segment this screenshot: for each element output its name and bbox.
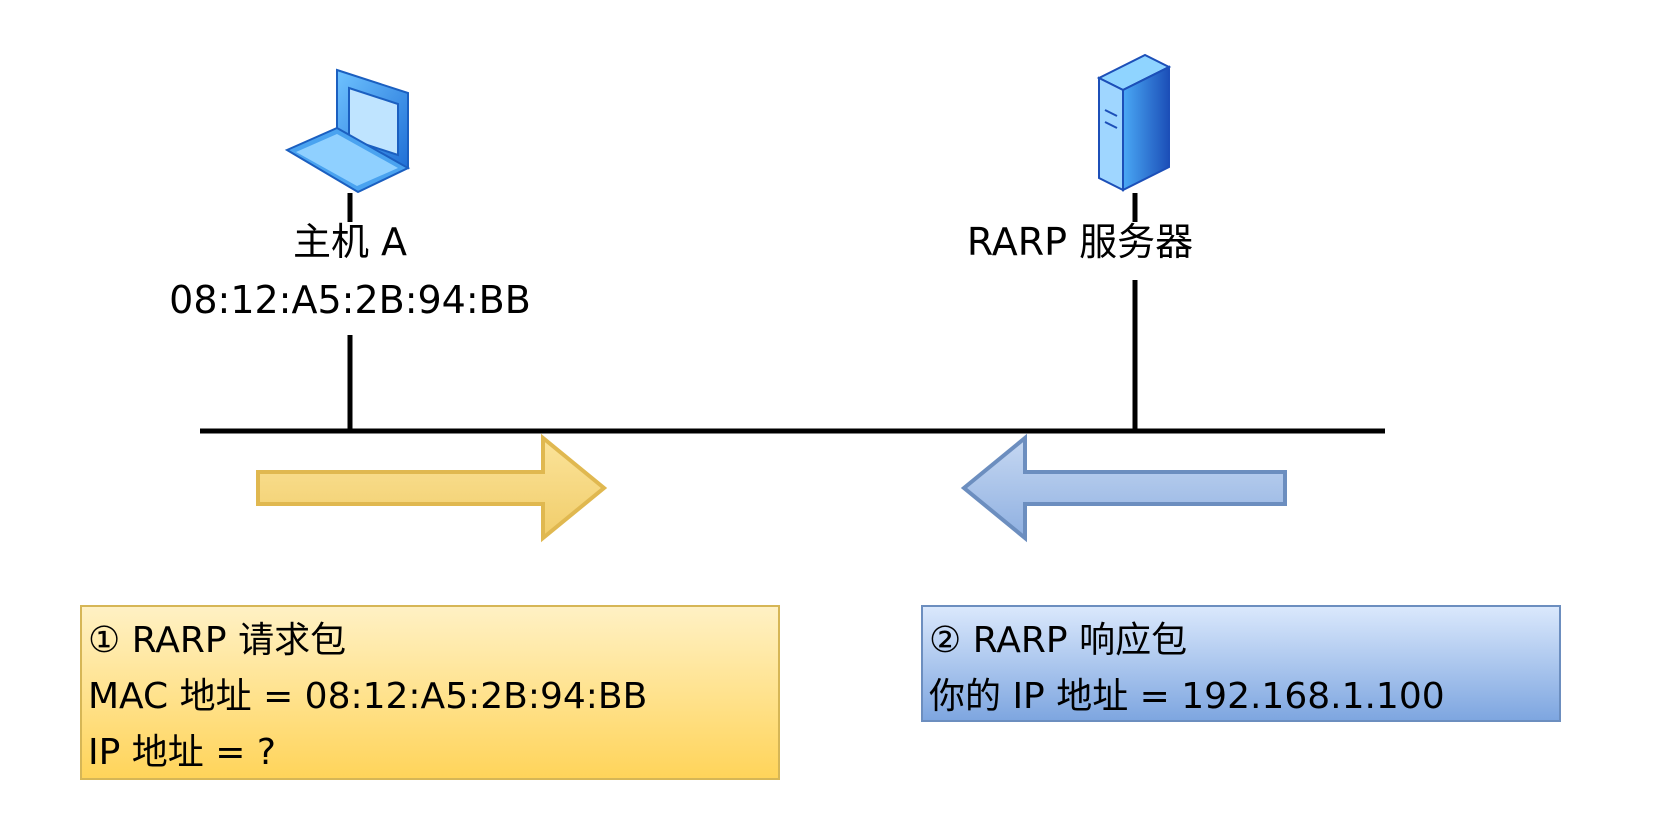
request-arrow (256, 433, 608, 543)
laptop-icon (284, 68, 411, 194)
server-icon (1096, 53, 1172, 192)
request-title: ① RARP 请求包 (88, 620, 347, 661)
response-ip-line: 你的 IP 地址 = 192.168.1.100 (929, 676, 1445, 717)
request-mac-line: MAC 地址 = 08:12:A5:2B:94:BB (88, 676, 648, 717)
request-ip-line: IP 地址 = ? (88, 732, 276, 773)
host-mac: 08:12:A5:2B:94:BB (169, 278, 531, 322)
server-label: RARP 服务器 (920, 218, 1240, 266)
response-arrow (960, 433, 1287, 543)
response-title: ② RARP 响应包 (929, 620, 1188, 661)
host-label: 主机 A 08:12:A5:2B:94:BB (130, 218, 570, 324)
server-name: RARP 服务器 (966, 220, 1194, 264)
request-packet-note: ① RARP 请求包 MAC 地址 = 08:12:A5:2B:94:BB IP… (80, 605, 780, 780)
host-name: 主机 A (292, 220, 408, 264)
response-packet-note: ② RARP 响应包 你的 IP 地址 = 192.168.1.100 (921, 605, 1561, 722)
